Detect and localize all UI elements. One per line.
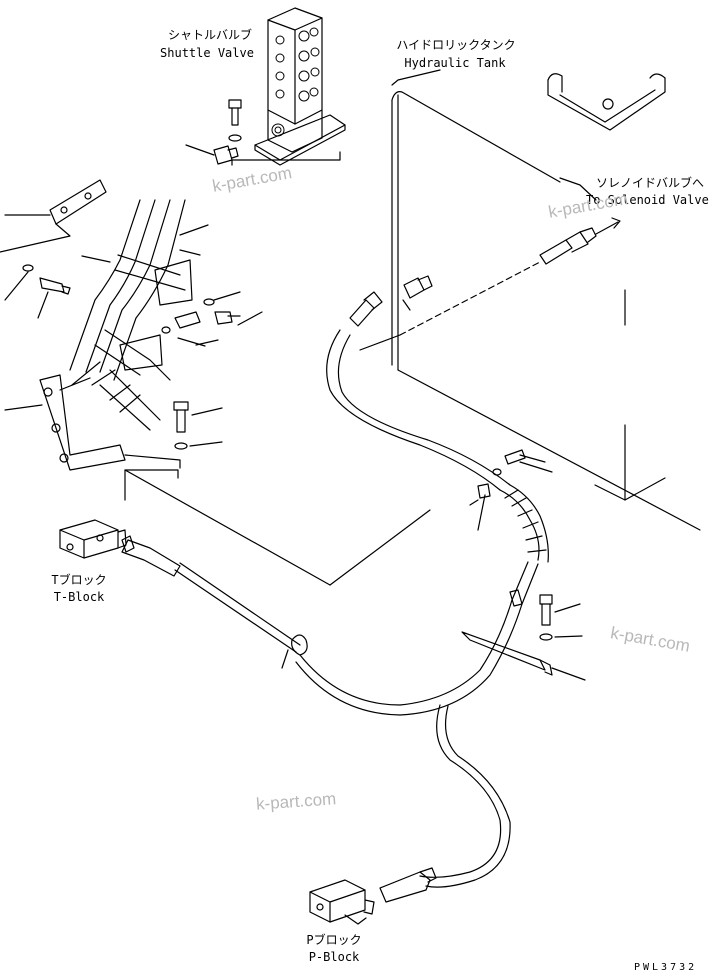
t-block-label-en: T-Block [53,590,105,604]
p-block-label-jp: Pブロック [306,933,362,947]
p-block [309,879,375,925]
t-block [59,469,179,559]
leader-line [329,509,431,586]
solenoid-valve-label-en: To Solenoid Valve [586,193,709,207]
hydraulic-tank-label-jp: ハイドロリックタンク [396,38,516,52]
p-block-label-en: P-Block [308,950,360,964]
solenoid-valve-label-jp: ソレノイドバルブへ [596,176,705,190]
pedal-piping [0,179,209,471]
leader-line [124,469,331,586]
hydraulic-tank-label-en: Hydraulic Tank [404,56,506,70]
shuttle-valve [185,7,346,166]
hydraulic-tank [391,69,701,531]
solenoid-hose [399,217,621,336]
shuttle-valve-label-en: Shuttle Valve [160,46,254,60]
main-hose [121,177,597,903]
drawing-code: PWL3732 [634,962,698,973]
fasteners [161,291,583,641]
shuttle-valve-label-jp: シャトルバルブ [167,28,252,42]
t-block-label-jp: Tブロック [51,573,107,587]
